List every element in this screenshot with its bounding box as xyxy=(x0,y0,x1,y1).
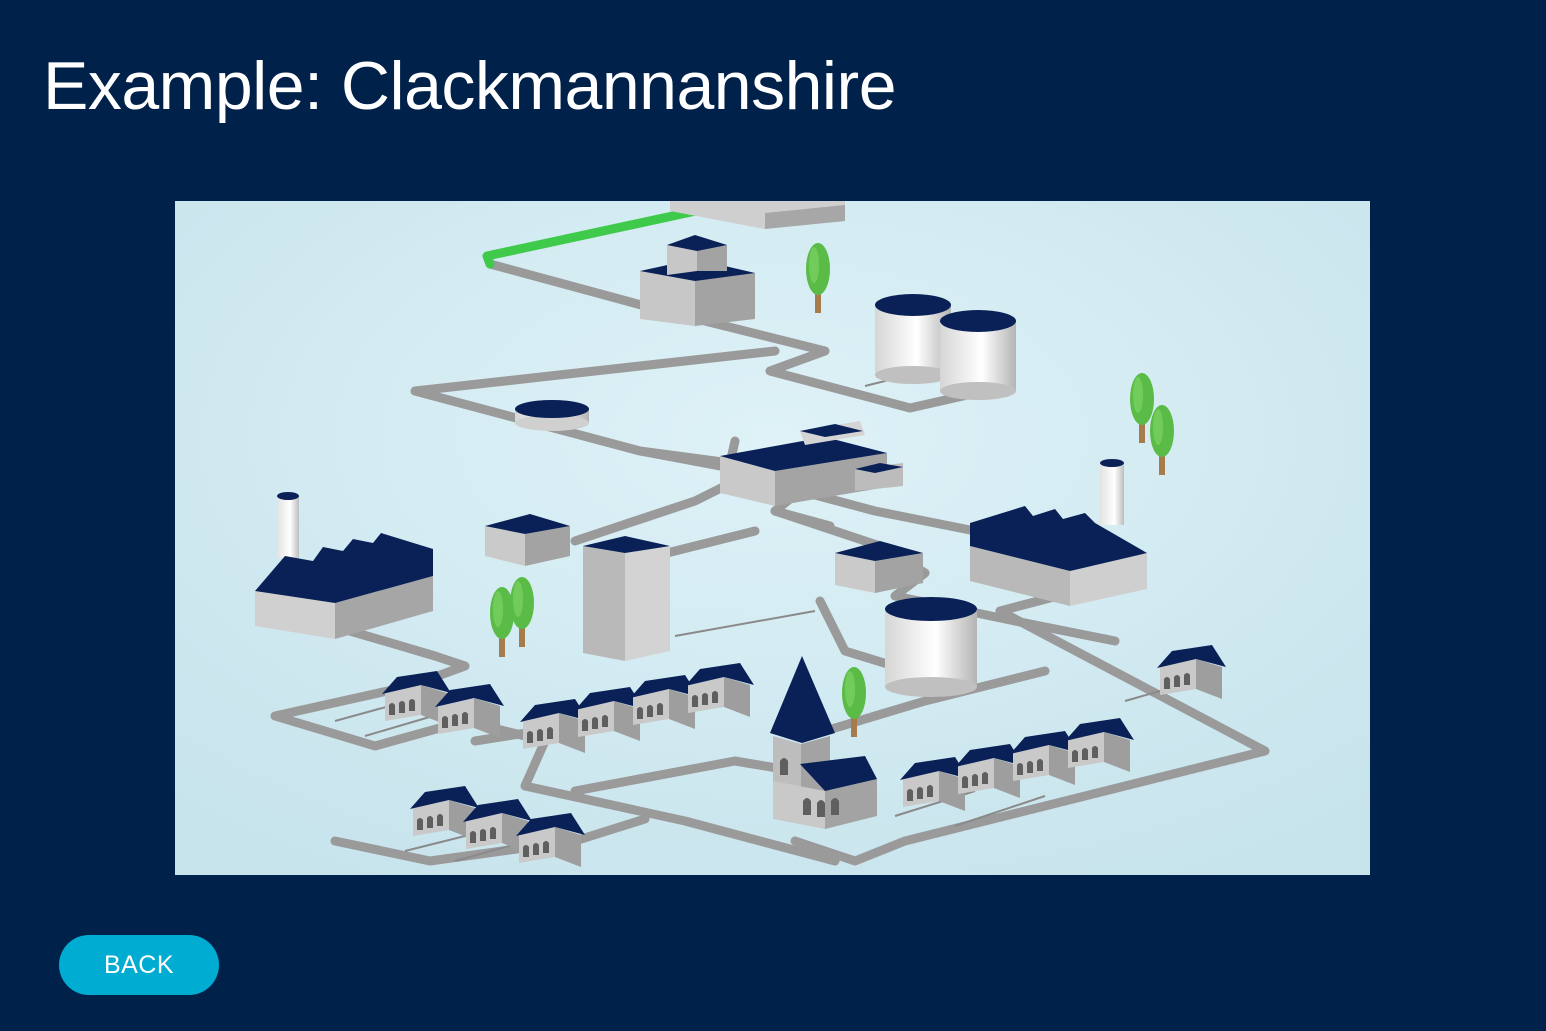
back-button[interactable]: BACK xyxy=(59,935,219,995)
water-network-illustration xyxy=(175,201,1370,875)
page-title: Example: Clackmannanshire xyxy=(43,48,897,124)
water-network-illustration-icon xyxy=(175,201,1370,875)
